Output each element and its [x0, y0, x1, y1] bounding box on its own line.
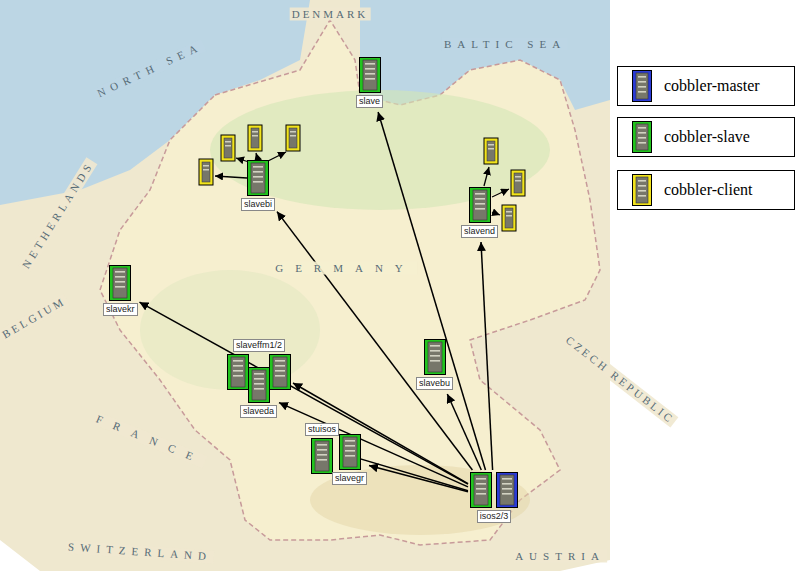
legend-text: cobbler-client — [664, 181, 753, 199]
server-icon — [339, 434, 361, 470]
server-icon — [227, 354, 249, 390]
region-label: BELGIUM — [0, 294, 70, 343]
legend-swatch — [632, 121, 652, 153]
arrow-connector — [447, 394, 481, 470]
server-icon — [359, 57, 381, 93]
server-label: slavend — [461, 225, 498, 238]
server-icons — [359, 57, 381, 93]
server-icon — [311, 438, 333, 474]
arrow-connector — [279, 403, 468, 487]
server-node: slave — [356, 57, 383, 110]
server-node: slavend — [461, 187, 498, 240]
server-label: isos2/3 — [477, 510, 512, 523]
region-label: BALTIC SEA — [442, 38, 568, 51]
server-icons — [247, 160, 269, 196]
server-icon — [248, 367, 270, 403]
server-label: slave — [356, 95, 383, 108]
legend-text: cobbler-slave — [664, 128, 750, 146]
server-icon — [269, 354, 291, 390]
region-label: NETHERLANDS — [19, 157, 98, 272]
region-label: GERMANY — [273, 262, 417, 275]
server-node: slavegr — [332, 434, 367, 487]
legend-swatch — [632, 174, 652, 206]
server-label: slavekr — [103, 303, 138, 316]
server-node: slavekr — [103, 265, 138, 318]
legend-entry: cobbler-client — [617, 170, 795, 210]
server-node: slaveda — [240, 367, 277, 420]
region-label: CZECH REPUBLIC — [562, 332, 679, 427]
server-icons — [109, 265, 131, 301]
legend-text: cobbler-master — [664, 77, 760, 95]
server-icons — [469, 187, 491, 223]
region-label: SWITZERLAND — [66, 540, 215, 563]
server-icon — [424, 339, 446, 375]
server-icon — [470, 472, 492, 508]
server-icons — [424, 339, 446, 375]
server-label: stuisos — [305, 423, 339, 436]
server-node: slavebu — [416, 339, 453, 392]
region-label: AUSTRIA — [513, 550, 607, 563]
arrow-connector — [277, 212, 472, 470]
legend-entry: cobbler-master — [617, 66, 795, 106]
arrow-connector — [481, 242, 493, 470]
server-icon — [247, 160, 269, 196]
server-label: slaveda — [240, 405, 277, 418]
server-label: slavebu — [416, 377, 453, 390]
server-node: stuisos — [305, 421, 339, 474]
arrow-connector — [369, 466, 468, 492]
server-icons — [311, 438, 333, 474]
server-icons — [339, 434, 361, 470]
region-label: DENMARK — [290, 8, 371, 21]
server-icons — [248, 367, 270, 403]
legend-swatch — [632, 70, 652, 102]
server-label: slaveffm1/2 — [233, 339, 285, 352]
server-label: slavebi — [241, 198, 275, 211]
legend-entry: cobbler-slave — [617, 117, 795, 157]
region-label: NORTH SEA — [93, 39, 206, 101]
region-label: FRANCE — [92, 412, 208, 469]
server-icon — [469, 187, 491, 223]
server-icon — [109, 265, 131, 301]
server-icons — [470, 472, 518, 508]
server-node: slavebi — [241, 160, 275, 213]
server-icon — [496, 472, 518, 508]
server-node: isos2/3 — [470, 472, 518, 525]
server-label: slavegr — [332, 472, 367, 485]
